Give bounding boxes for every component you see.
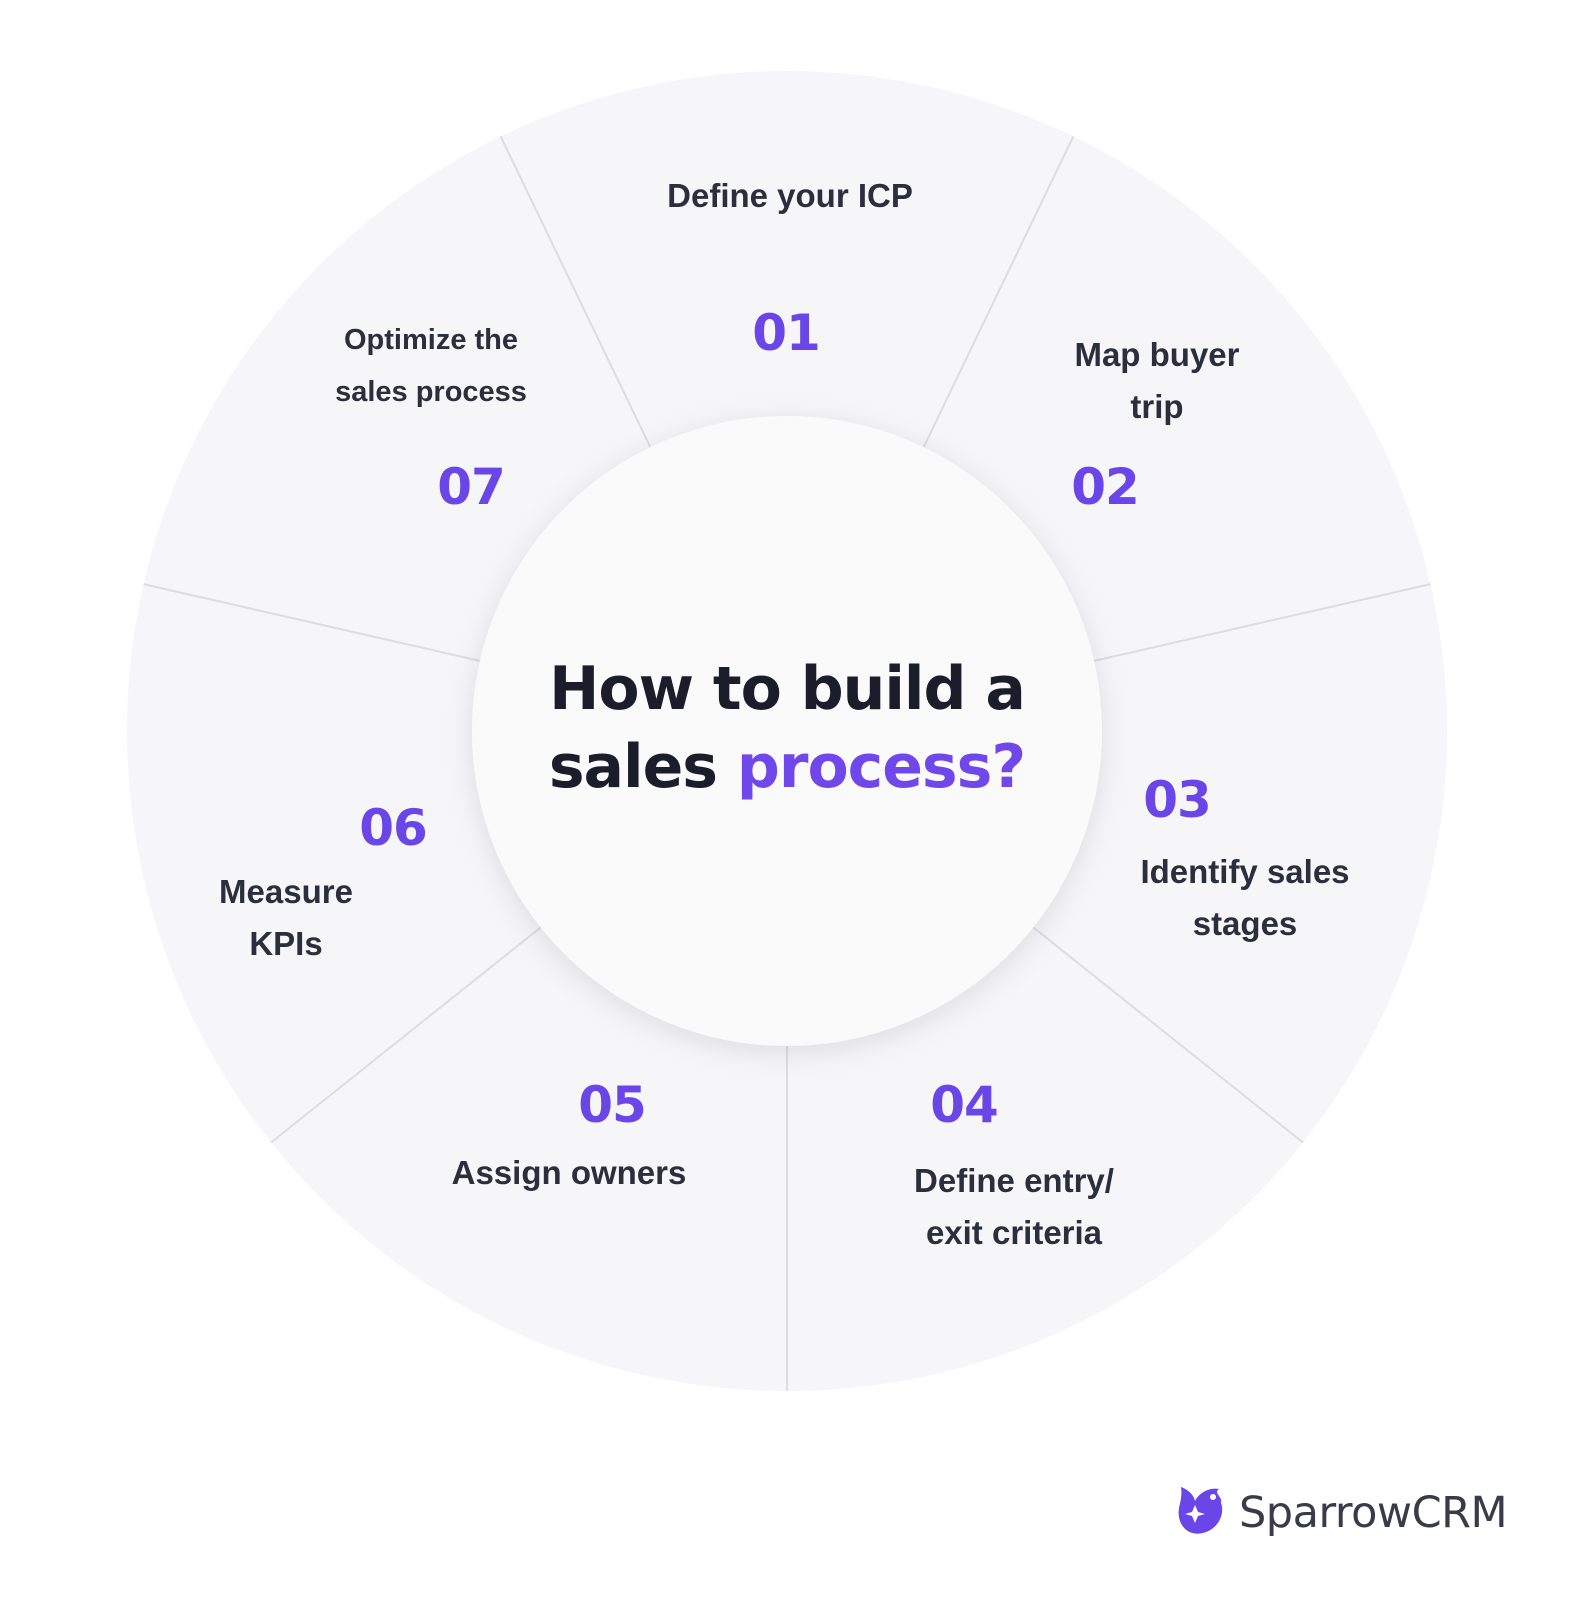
segment-divider [143, 583, 481, 662]
step-number-01: 01 [752, 304, 821, 362]
segment-divider [1032, 926, 1304, 1144]
title-accent-word: process? [736, 732, 1026, 802]
step-label-05: Assign owners [451, 1154, 687, 1191]
step-number-06: 06 [359, 799, 428, 857]
step-label-07: Optimize the sales process [335, 324, 527, 408]
step-number-04: 04 [930, 1076, 999, 1134]
step-label-03: Identify sales stages [1140, 853, 1350, 942]
segment-divider [1093, 583, 1431, 662]
diagram-title: How to build a sales process? [507, 650, 1067, 806]
segment-dividers [143, 135, 1431, 1391]
step-label-04: Define entry/ exit criteria [914, 1162, 1114, 1251]
brand-logo: SparrowCRM [1173, 1480, 1508, 1546]
step-number-02: 02 [1071, 458, 1140, 516]
step-label-02: Map buyer trip [1074, 336, 1240, 425]
center-circle [472, 416, 1102, 1046]
segment-divider [922, 135, 1075, 448]
brand-name: SparrowCRM [1239, 1488, 1508, 1538]
step-number-07: 07 [437, 458, 506, 516]
title-plain-word: sales [548, 732, 718, 802]
step-label-06: Measure KPIs [219, 873, 353, 962]
title-line-1: How to build a [549, 654, 1026, 724]
step-number-03: 03 [1143, 771, 1212, 829]
step-label-01: Define your ICP [667, 177, 913, 214]
segment-divider [270, 926, 542, 1144]
step-number-05: 05 [578, 1076, 647, 1134]
title-line-2: sales process? [507, 728, 1067, 806]
sparrow-logo-icon [1173, 1481, 1229, 1546]
segment-divider [499, 135, 652, 448]
